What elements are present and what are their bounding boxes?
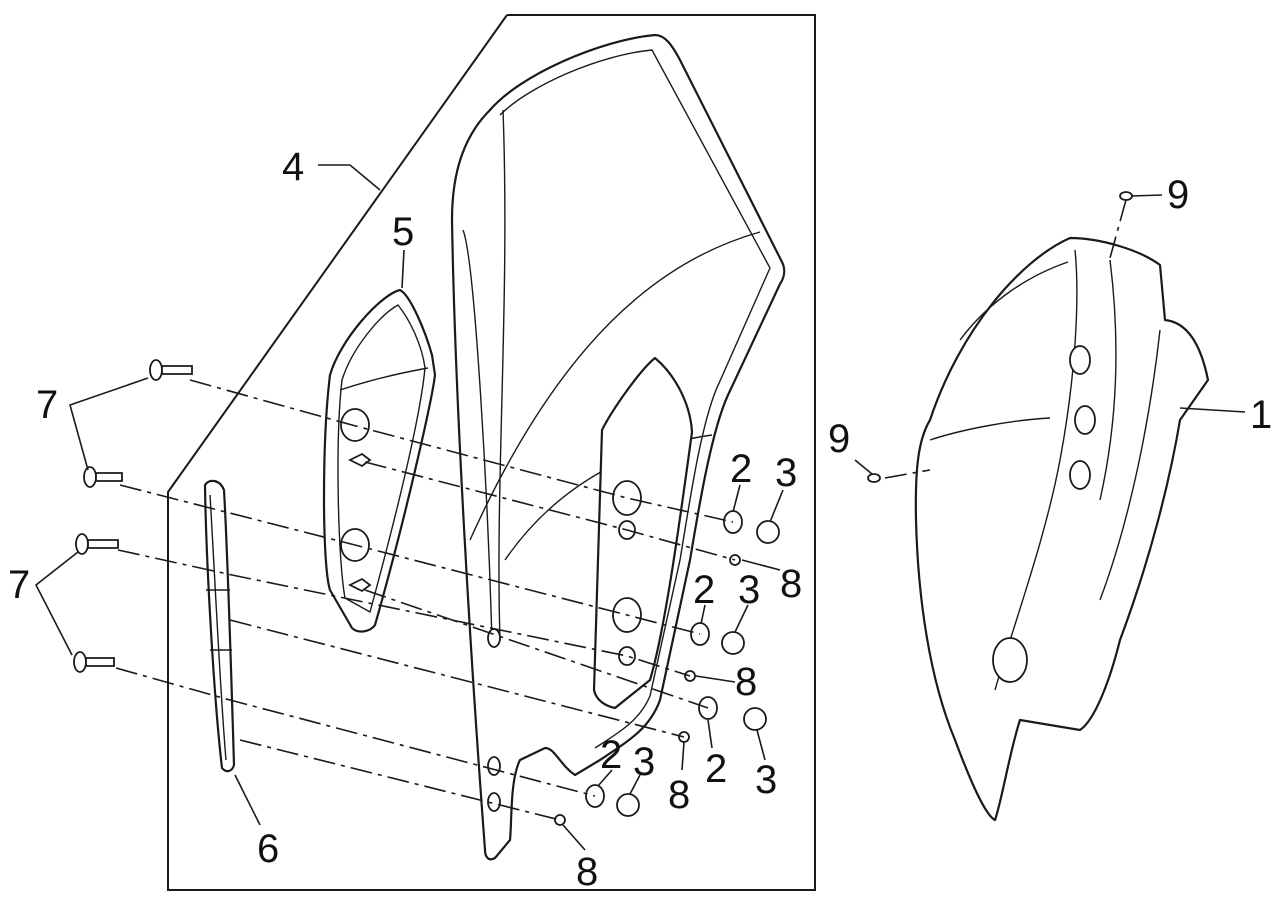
callout-6: 6 [257, 827, 279, 871]
callout-8: 8 [576, 850, 598, 894]
callout-2: 2 [600, 733, 622, 777]
callout-9: 9 [1167, 173, 1189, 217]
callout-3: 3 [775, 451, 797, 495]
callout-2: 2 [693, 568, 715, 612]
callout-3: 3 [755, 758, 777, 802]
callout-7: 7 [8, 563, 30, 607]
callout-1: 1 [1250, 393, 1272, 437]
callout-7: 7 [36, 383, 58, 427]
alignment-lines [115, 199, 1127, 821]
trim-strip-part [203, 479, 236, 773]
callout-labels: 1 2 2 2 2 3 3 3 3 4 5 6 7 7 8 8 8 8 9 9 [8, 145, 1272, 894]
callout-5: 5 [392, 210, 414, 254]
callout-8: 8 [735, 660, 757, 704]
callout-8: 8 [668, 773, 690, 817]
callout-8: 8 [780, 562, 802, 606]
windscreen-part [450, 33, 786, 861]
callout-2: 2 [730, 447, 752, 491]
callout-9: 9 [828, 417, 850, 461]
bolts-7 [73, 359, 193, 673]
callout-3: 3 [633, 740, 655, 784]
callout-4: 4 [282, 145, 304, 189]
assembly-frame [167, 14, 816, 891]
side-panel-part [914, 236, 1210, 822]
leader-lines [34, 164, 1246, 851]
callout-3: 3 [738, 568, 760, 612]
inner-bracket-part [322, 288, 437, 633]
callout-2: 2 [705, 747, 727, 791]
